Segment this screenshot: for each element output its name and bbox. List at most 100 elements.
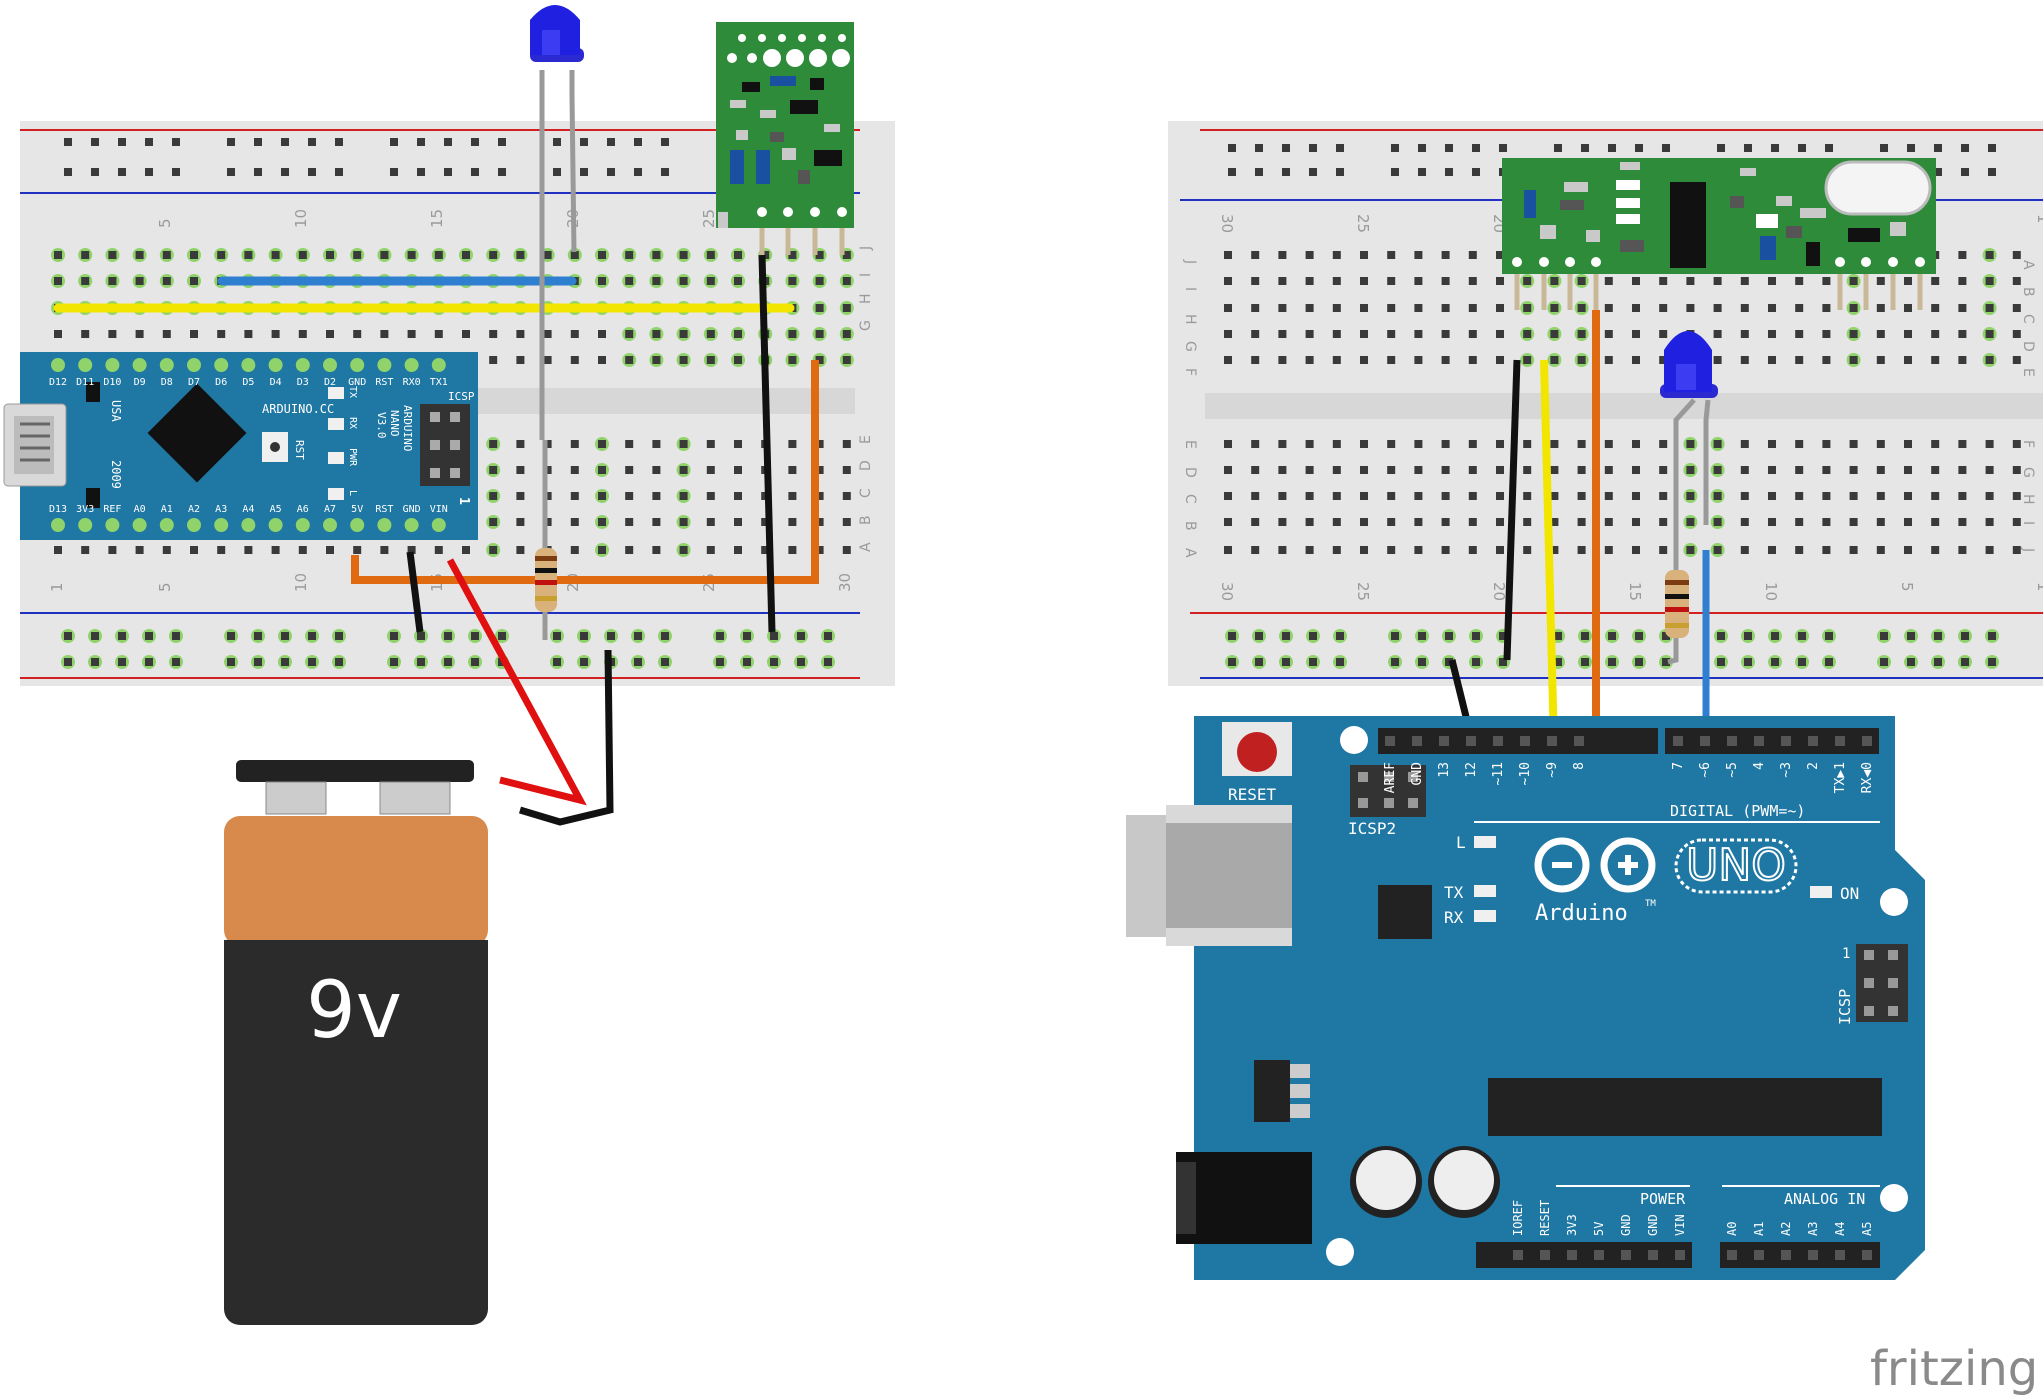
breadboard-hole: [326, 330, 334, 338]
breadboard-hole: [1224, 546, 1232, 554]
breadboard-hole: [1988, 168, 1996, 176]
breadboard-hole: [2012, 330, 2021, 338]
breadboard-hole: [1604, 546, 1613, 554]
breadboard-hole: [1713, 356, 1722, 364]
breadboard-hole: [598, 277, 606, 285]
fritzing-watermark: fritzing: [1870, 1341, 2038, 1395]
breadboard-hole: [380, 330, 389, 338]
breadboard-hole: [1336, 632, 1344, 640]
breadboard-hole: [1659, 304, 1668, 312]
breadboard-hole: [434, 251, 443, 259]
breadboard-hole: [1523, 440, 1532, 448]
breadboard-hole: [1550, 466, 1559, 474]
breadboard-hole: [570, 546, 579, 554]
breadboard-hole: [625, 492, 634, 500]
breadboard-hole: [661, 138, 669, 146]
breadboard-hole: [1904, 304, 1912, 312]
breadboard-row-letter: E: [1182, 440, 1198, 449]
breadboard-hole: [1985, 466, 1994, 474]
nano-rst-text: RST: [293, 440, 306, 460]
breadboard-hole: [679, 251, 688, 259]
breadboard-hole: [1305, 304, 1314, 312]
breadboard-col-number: 5: [156, 582, 174, 592]
breadboard-hole: [1713, 492, 1722, 500]
breadboard-hole: [1414, 330, 1423, 338]
breadboard-hole: [1332, 277, 1341, 285]
breadboard-hole: [417, 632, 425, 640]
breadboard-hole: [254, 168, 262, 176]
breadboard-hole: [489, 466, 498, 474]
uno-pin-label: ~11: [1491, 762, 1506, 785]
breadboard-hole: [1472, 632, 1480, 640]
uno-header-hole: [1781, 736, 1791, 746]
breadboard-hole: [1255, 144, 1263, 152]
breadboard-hole: [1523, 466, 1532, 474]
breadboard-hole: [326, 251, 334, 259]
breadboard-hole: [1958, 304, 1967, 312]
breadboard-hole: [625, 330, 634, 338]
breadboard-row-letter: A: [2020, 260, 2036, 270]
right-circuit: 303025252020151510105511JIHGFEDCBAABCDEF…: [1126, 121, 2043, 1280]
breadboard-hole: [1418, 658, 1426, 666]
breadboard-hole: [516, 546, 525, 554]
breadboard-hole: [1904, 440, 1912, 448]
breadboard-hole: [489, 330, 498, 338]
nano-pin-label: A3: [215, 504, 227, 515]
nano-pin: [377, 358, 392, 372]
breadboard-hole: [1876, 330, 1885, 338]
breadboard-hole: [1278, 356, 1287, 364]
breadboard-hole: [1445, 144, 1453, 152]
breadboard-hole: [444, 632, 452, 640]
breadboard-hole: [444, 168, 452, 176]
breadboard-hole: [1985, 440, 1994, 448]
breadboard-hole: [190, 330, 198, 338]
nano-pin-label: A1: [161, 504, 173, 515]
breadboard-hole: [1445, 168, 1453, 176]
nano-pin: [214, 518, 229, 532]
breadboard-hole: [1414, 304, 1423, 312]
uno-header-hole: [1547, 736, 1557, 746]
breadboard-hole: [598, 330, 606, 338]
breadboard-hole: [1931, 492, 1940, 500]
uno-pin-label: A5: [1860, 1222, 1874, 1236]
breadboard-hole: [788, 251, 797, 259]
breadboard-hole: [1550, 492, 1559, 500]
nano-pin: [404, 358, 419, 372]
breadboard-hole: [1876, 518, 1885, 526]
breadboard-hole: [553, 138, 561, 146]
breadboard-hole: [1577, 518, 1586, 526]
uno-analog-label: ANALOG IN: [1784, 1190, 1865, 1208]
breadboard-hole: [489, 440, 498, 448]
breadboard-hole: [1228, 658, 1236, 666]
uno-pin-label: ~9: [1545, 762, 1560, 778]
arduino-logo: UNO Arduino TM: [1534, 837, 1798, 926]
breadboard-hole: [1282, 632, 1290, 640]
nano-pin-label: 3V3: [76, 504, 94, 515]
breadboard-hole: [227, 658, 235, 666]
resistor-left: [535, 440, 557, 640]
breadboard-hole: [1496, 492, 1504, 500]
breadboard-hole: [1961, 658, 1969, 666]
led-right: [1660, 331, 1718, 525]
breadboard-col-number: 5: [156, 218, 174, 228]
rf-transmitter-module: [716, 22, 854, 255]
uno-pin-label: RESET: [1538, 1200, 1552, 1236]
breadboard-hole: [1523, 492, 1532, 500]
uno-pin-label: VIN: [1673, 1214, 1687, 1236]
breadboard-hole: [498, 138, 506, 146]
breadboard-row-letter: H: [2020, 494, 2036, 505]
breadboard-hole: [498, 632, 506, 640]
nano-model-line2: NANO: [388, 410, 401, 437]
breadboard-hole: [598, 356, 606, 364]
breadboard-hole: [1468, 251, 1477, 259]
breadboard-hole: [407, 546, 416, 554]
breadboard-hole: [1934, 658, 1942, 666]
breadboard-hole: [2012, 251, 2021, 259]
nano-pin: [323, 518, 337, 532]
breadboard-hole: [108, 546, 117, 554]
breadboard-hole: [553, 632, 561, 640]
wire-orange: [351, 360, 819, 584]
breadboard-hole: [661, 658, 669, 666]
breadboard-hole: [308, 138, 316, 146]
breadboard-hole: [1904, 518, 1912, 526]
